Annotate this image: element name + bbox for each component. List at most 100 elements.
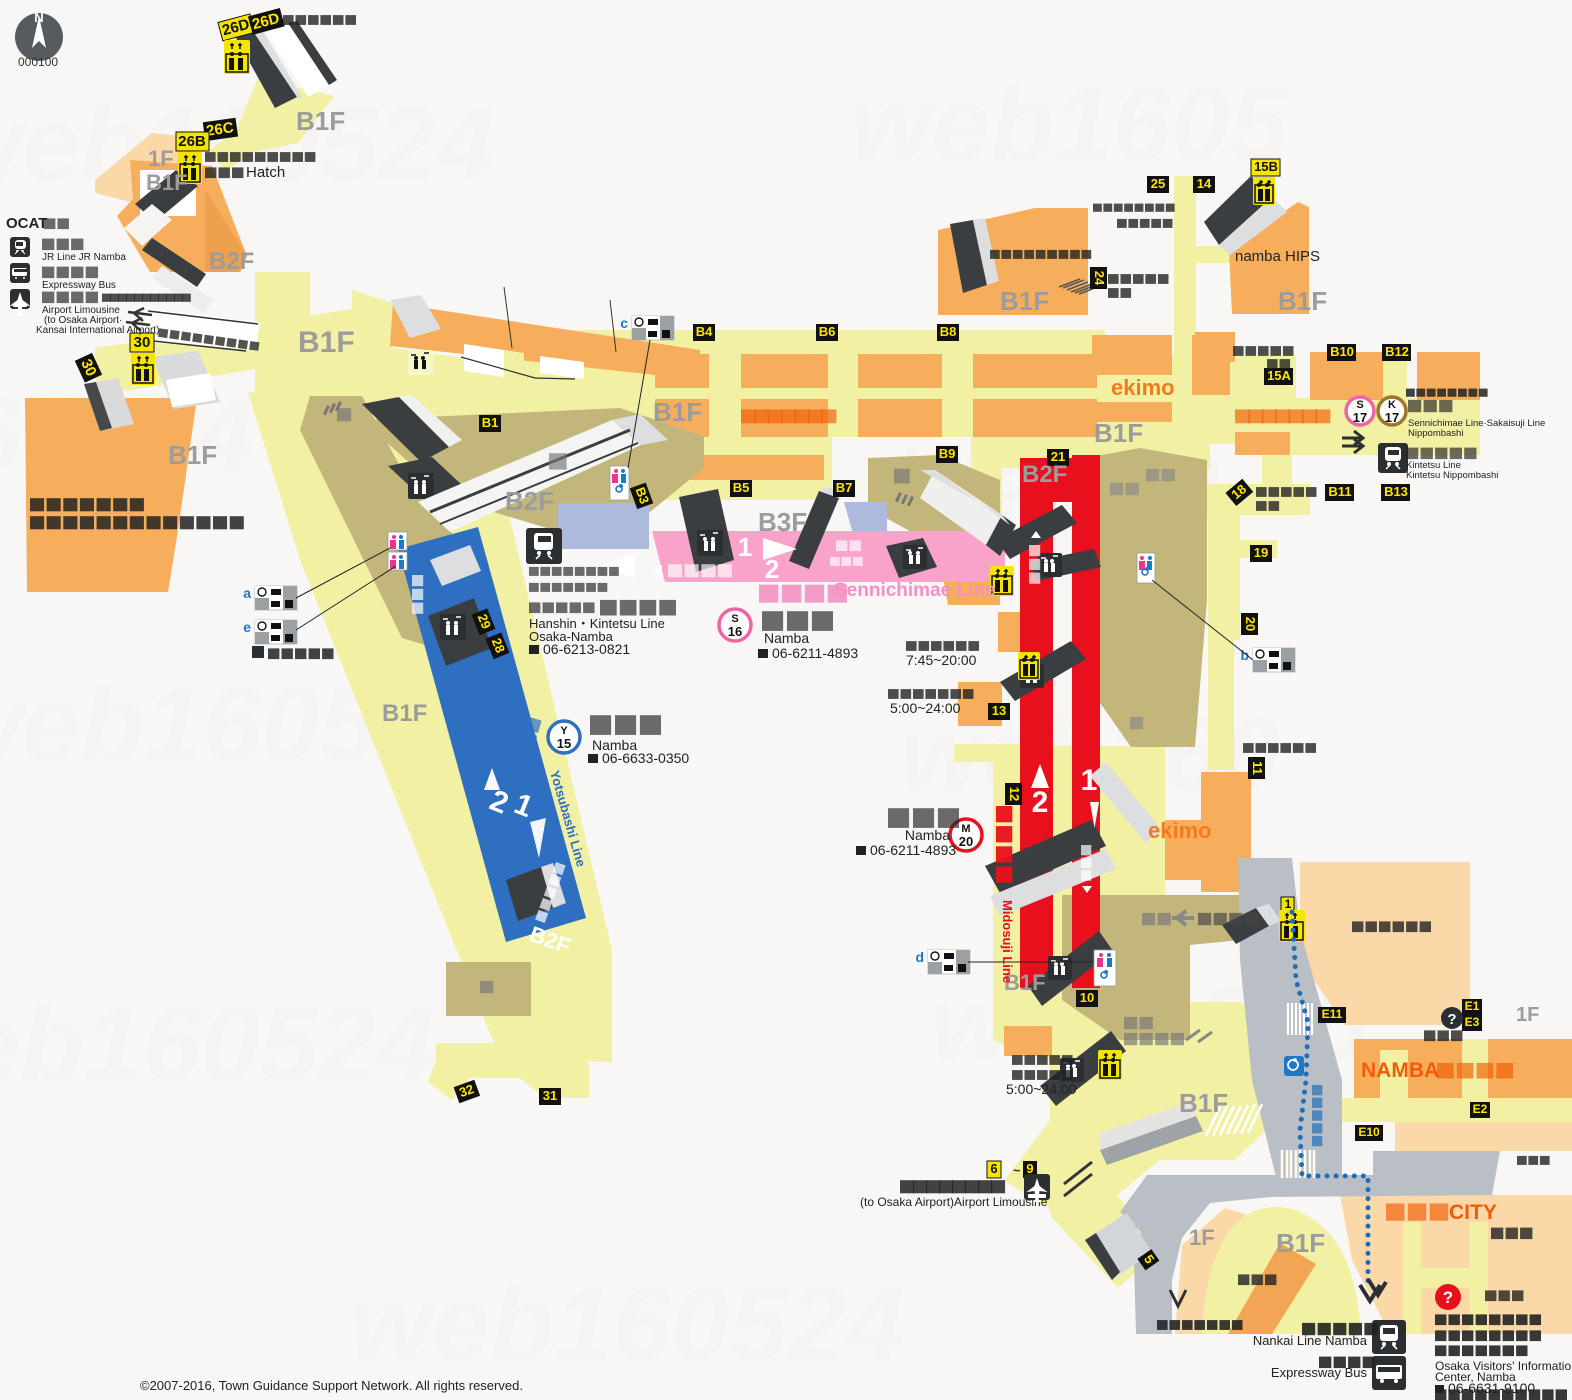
svg-text:Kintetsu Nippombashi: Kintetsu Nippombashi: [1406, 470, 1498, 481]
svg-text:1: 1: [1081, 764, 1098, 797]
svg-text:E1: E1: [1465, 999, 1480, 1013]
svg-text:9: 9: [1026, 1161, 1033, 1176]
svg-text:Y: Y: [560, 725, 568, 737]
svg-text:26D: 26D: [250, 10, 281, 34]
svg-text:11: 11: [1250, 761, 1265, 775]
svg-text:Expressway Bus: Expressway Bus: [42, 280, 116, 291]
svg-text:2: 2: [1032, 786, 1049, 819]
svg-text:26B: 26B: [178, 133, 206, 150]
svg-text:d: d: [915, 949, 924, 965]
svg-text:a: a: [243, 585, 251, 601]
svg-text:30: 30: [77, 357, 99, 379]
svg-text:1F: 1F: [148, 146, 174, 171]
svg-text:06-6211-4893: 06-6211-4893: [772, 645, 858, 661]
svg-text:E3: E3: [1465, 1015, 1480, 1029]
svg-text:E2: E2: [1473, 1102, 1488, 1116]
svg-text:B1F: B1F: [298, 326, 355, 359]
svg-text:B13: B13: [1384, 484, 1408, 499]
svg-text:B5: B5: [733, 480, 750, 495]
svg-text:web160524: web160524: [350, 1266, 905, 1383]
svg-text:B1F: B1F: [1004, 970, 1046, 995]
svg-text:CITY: CITY: [1449, 1201, 1497, 1224]
svg-text:B2F: B2F: [209, 248, 254, 275]
svg-text:06-6633-0350: 06-6633-0350: [602, 750, 689, 766]
svg-text:B3: B3: [633, 485, 653, 506]
svg-text:B2F: B2F: [505, 486, 554, 516]
svg-text:B11: B11: [1328, 484, 1351, 499]
svg-text:M: M: [961, 823, 970, 835]
svg-text:S: S: [731, 613, 738, 625]
svg-text:17: 17: [1385, 410, 1399, 425]
svg-text:30: 30: [134, 334, 151, 351]
svg-text:Airport Limousine: Airport Limousine: [42, 305, 120, 316]
svg-text:Hanshin・Kintetsu Line: Hanshin・Kintetsu Line: [529, 616, 665, 631]
svg-text:Hatch: Hatch: [246, 164, 285, 181]
svg-text:©2007-2016, Town Guidance Supp: ©2007-2016, Town Guidance Support Networ…: [140, 1378, 523, 1393]
svg-text:(to Osaka Airport·: (to Osaka Airport·: [44, 315, 122, 326]
svg-text:?: ?: [1447, 1011, 1456, 1028]
svg-text:B1F: B1F: [168, 440, 217, 470]
svg-text:6: 6: [990, 1161, 997, 1176]
svg-text:14: 14: [1197, 176, 1212, 191]
svg-text:20: 20: [959, 834, 973, 849]
svg-text:15B: 15B: [1254, 159, 1278, 174]
svg-text:ekimo: ekimo: [1148, 818, 1212, 843]
svg-text:25: 25: [1151, 176, 1165, 191]
svg-text:24: 24: [1092, 271, 1107, 286]
svg-text:1: 1: [738, 532, 752, 562]
svg-text:Namba: Namba: [592, 737, 637, 753]
svg-text:Kansai International Airport): Kansai International Airport): [36, 325, 159, 336]
svg-text:06-6211-4893: 06-6211-4893: [870, 842, 956, 858]
svg-text:b: b: [1240, 647, 1249, 663]
svg-text:B10: B10: [1330, 344, 1354, 359]
svg-text:1F: 1F: [1189, 1225, 1215, 1250]
svg-text:Midosuji Line: Midosuji Line: [1000, 900, 1015, 983]
svg-text:B1F: B1F: [1000, 286, 1049, 316]
svg-text:16: 16: [728, 624, 742, 639]
svg-text:Expressway Bus: Expressway Bus: [1271, 1365, 1368, 1380]
svg-text:000100: 000100: [18, 55, 58, 69]
svg-text:E11: E11: [1322, 1007, 1343, 1021]
svg-text:B1F: B1F: [1094, 418, 1143, 448]
svg-text:N: N: [34, 10, 43, 25]
svg-text:B7: B7: [836, 480, 853, 495]
svg-text:5:00~24:00: 5:00~24:00: [890, 700, 961, 716]
svg-text:JR Line JR Namba: JR Line JR Namba: [42, 252, 126, 263]
svg-text:1: 1: [1285, 897, 1292, 911]
svg-text:31: 31: [543, 1088, 557, 1103]
svg-text:21: 21: [1051, 449, 1065, 464]
svg-text:7:45~20:00: 7:45~20:00: [906, 652, 977, 668]
svg-text:Nankai Line Namba: Nankai Line Namba: [1253, 1333, 1368, 1348]
svg-text:B9: B9: [939, 446, 956, 461]
svg-text:ekimo: ekimo: [1111, 375, 1175, 400]
svg-text:32: 32: [457, 1081, 476, 1100]
svg-text:B1F: B1F: [146, 170, 188, 195]
svg-text:Sennichimae Line·Sakaisuji Lin: Sennichimae Line·Sakaisuji Line: [1408, 418, 1545, 429]
svg-text:c: c: [620, 315, 628, 331]
svg-text:12: 12: [1007, 787, 1022, 801]
svg-text:Namba: Namba: [764, 630, 809, 646]
svg-text:1F: 1F: [1516, 1004, 1539, 1026]
svg-text:10: 10: [1080, 990, 1094, 1005]
svg-text:S: S: [1356, 399, 1363, 411]
svg-text:K: K: [1388, 399, 1396, 411]
svg-text:B3F: B3F: [758, 507, 807, 537]
svg-text:15: 15: [557, 736, 571, 751]
svg-text:15A: 15A: [1267, 368, 1291, 383]
svg-text:OCAT: OCAT: [6, 215, 47, 232]
svg-text:~: ~: [1013, 1163, 1021, 1178]
svg-text:B1: B1: [482, 415, 499, 430]
svg-text:B1F: B1F: [1276, 1228, 1325, 1258]
svg-text:19: 19: [1254, 545, 1268, 560]
svg-text:namba HIPS: namba HIPS: [1235, 248, 1320, 265]
svg-text:web1605: web1605: [850, 66, 1289, 183]
svg-text:Namba: Namba: [905, 827, 950, 843]
svg-text:?: ?: [1443, 1288, 1453, 1307]
svg-text:B12: B12: [1385, 344, 1409, 359]
svg-text:B8: B8: [940, 324, 957, 339]
svg-text:e: e: [243, 619, 251, 635]
svg-text:B1F: B1F: [653, 397, 702, 427]
svg-text:29: 29: [475, 612, 494, 631]
svg-text:Osaka-Namba: Osaka-Namba: [529, 629, 614, 644]
svg-text:06-6213-0821: 06-6213-0821: [543, 641, 630, 657]
